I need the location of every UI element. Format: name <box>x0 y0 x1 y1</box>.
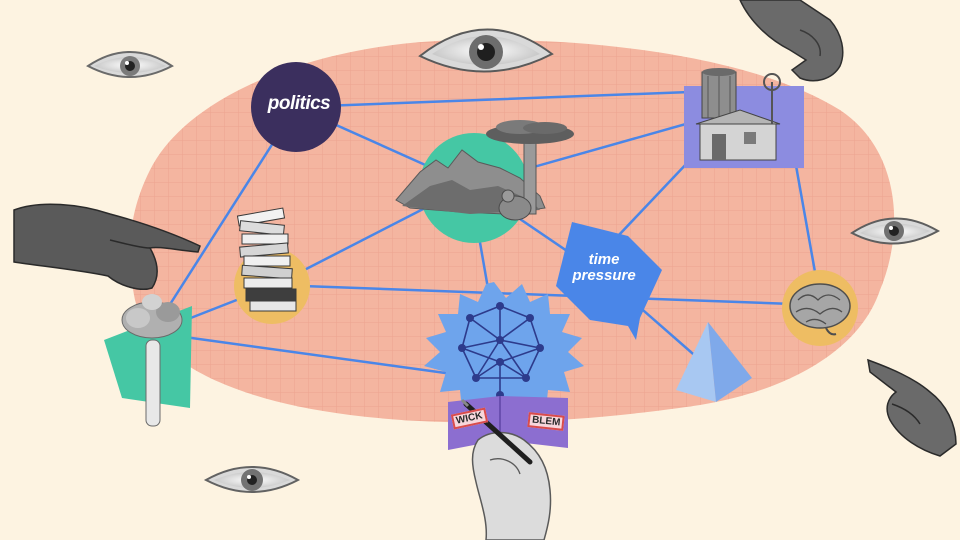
politics-label: politics <box>267 93 331 114</box>
time-pressure-label: time pressure <box>558 252 650 284</box>
books-node <box>234 207 310 324</box>
mushroom-cloud-icon <box>121 294 183 427</box>
time-pressure-node <box>556 222 662 340</box>
time-pressure-line1: time <box>588 251 620 268</box>
time-pressure-line2: pressure <box>572 267 636 284</box>
eye-icon <box>203 466 301 493</box>
eye-icon <box>850 217 941 245</box>
farmhouse-node <box>684 68 804 168</box>
hand-icon <box>13 203 201 290</box>
network-icon <box>461 305 541 395</box>
eye-icon <box>418 28 554 73</box>
pyramid-icon <box>676 322 752 402</box>
tree-icon <box>486 120 574 215</box>
explosion-node <box>104 294 192 427</box>
politics-node <box>251 62 341 152</box>
brain-icon <box>789 283 851 336</box>
brain-node <box>782 270 858 346</box>
hand-icon <box>867 358 957 457</box>
landscape-node <box>395 120 574 243</box>
network-node <box>424 282 584 418</box>
bird-icon <box>498 189 532 221</box>
farmhouse-icon <box>695 68 781 161</box>
hand-icon <box>471 431 552 540</box>
eye-icon <box>86 51 174 78</box>
hand-icon <box>739 0 844 82</box>
books-icon <box>236 207 297 312</box>
